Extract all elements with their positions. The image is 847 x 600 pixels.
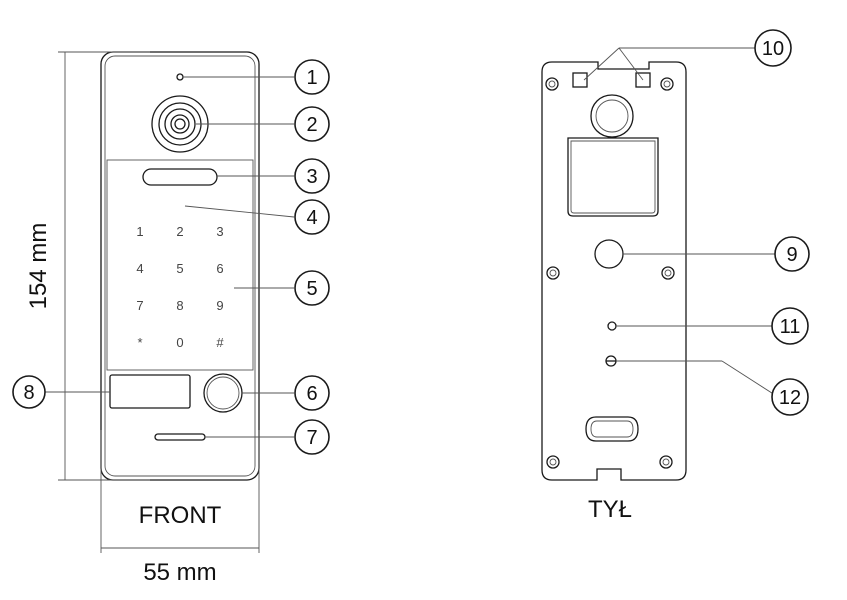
svg-text:9: 9 xyxy=(786,244,797,266)
svg-text:8: 8 xyxy=(23,382,34,404)
upper-mounting-slot xyxy=(590,94,634,138)
callout-4: 4 xyxy=(294,199,330,235)
callout-11: 11 xyxy=(771,307,809,345)
key-5: 5 xyxy=(176,261,183,276)
key-1: 1 xyxy=(136,224,143,239)
key-6: 6 xyxy=(216,261,223,276)
callout-10: 10 xyxy=(754,29,792,67)
front-outline xyxy=(100,51,260,481)
key-hash: # xyxy=(216,335,224,350)
callout-5: 5 xyxy=(294,270,330,306)
leader-lines xyxy=(44,47,776,438)
width-dimension: 55 mm xyxy=(100,430,260,586)
height-dimension: 154 mm xyxy=(25,51,150,481)
svg-text:10: 10 xyxy=(762,38,784,60)
front-view-label: FRONT xyxy=(139,502,222,529)
callout-1: 1 xyxy=(294,59,330,95)
back-view-label: TYŁ xyxy=(588,496,632,523)
keypad-grid: 1 2 3 4 5 6 7 8 9 * 0 # xyxy=(136,224,224,350)
svg-text:6: 6 xyxy=(306,383,317,405)
callout-8: 8 xyxy=(12,375,46,409)
key-star: * xyxy=(137,335,142,350)
mounting-hook-left xyxy=(572,72,588,88)
callout-9: 9 xyxy=(774,236,810,272)
svg-text:1: 1 xyxy=(306,67,317,89)
key-2: 2 xyxy=(176,224,183,239)
height-label: 154 mm xyxy=(25,223,52,310)
call-button xyxy=(203,373,243,413)
speaker-grille xyxy=(154,433,206,441)
lower-mounting-slot xyxy=(585,416,639,442)
microphone xyxy=(176,73,184,81)
mounting-hook-right xyxy=(635,72,651,88)
name-plate xyxy=(109,374,191,409)
ir-led-window xyxy=(142,168,218,186)
keypad-panel xyxy=(106,159,254,371)
back-plate-outline xyxy=(541,61,687,481)
front-inner-outline xyxy=(104,55,256,477)
call-button-ring xyxy=(206,376,240,410)
callout-6: 6 xyxy=(294,375,330,411)
back-small-hole xyxy=(607,321,617,331)
key-7: 7 xyxy=(136,298,143,313)
key-3: 3 xyxy=(216,224,223,239)
cable-hole xyxy=(594,239,624,269)
key-0: 0 xyxy=(176,335,183,350)
svg-text:2: 2 xyxy=(306,114,317,136)
key-4: 4 xyxy=(136,261,143,276)
svg-text:5: 5 xyxy=(306,278,317,300)
callout-7: 7 xyxy=(294,419,330,455)
callout-3: 3 xyxy=(294,158,330,194)
back-opening xyxy=(567,137,659,217)
svg-text:3: 3 xyxy=(306,166,317,188)
front-panel: 1 2 3 4 5 6 7 8 9 * 0 # xyxy=(100,51,260,481)
key-8: 8 xyxy=(176,298,183,313)
svg-text:4: 4 xyxy=(306,207,317,229)
width-label: 55 mm xyxy=(143,559,216,586)
svg-text:12: 12 xyxy=(779,387,801,409)
back-plate xyxy=(541,61,687,481)
screw-holes xyxy=(545,77,675,469)
svg-text:11: 11 xyxy=(780,316,801,338)
callout-2: 2 xyxy=(294,106,330,142)
callout-12: 12 xyxy=(771,378,809,416)
svg-text:7: 7 xyxy=(306,427,317,449)
key-9: 9 xyxy=(216,298,223,313)
